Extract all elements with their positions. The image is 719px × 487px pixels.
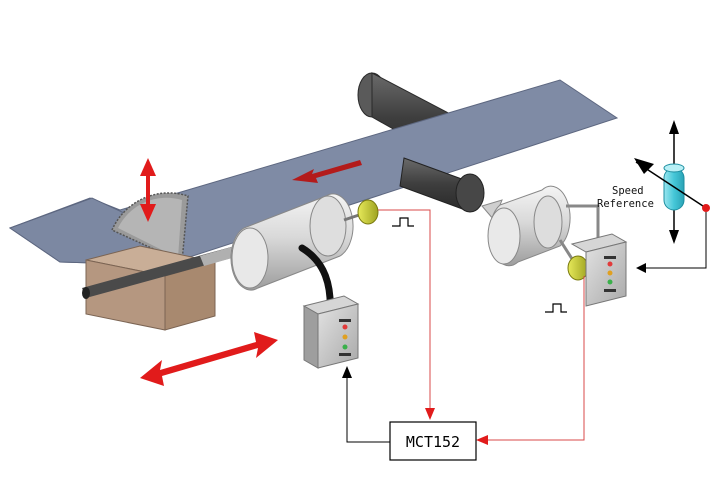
saw-vertical-arrow: [140, 158, 156, 222]
pulse-symbol-icon: [392, 217, 414, 227]
controller-box: [389, 421, 477, 461]
speed-sensor-right-icon: [481, 185, 600, 267]
feed-direction-arrow: [292, 160, 362, 183]
sensor-encoder-icon: [567, 255, 589, 281]
speed-ref-wire-arrowhead: [636, 263, 646, 273]
speed-reference-label-line2: Reference: [597, 198, 654, 210]
controller-output-arrowhead: [342, 366, 352, 378]
controller-label: MCT152: [406, 433, 460, 451]
speed-reference-icon: [634, 120, 710, 244]
sensor-encoder-signal-line: [486, 276, 585, 441]
motor-encoder-icon: [357, 199, 379, 225]
motor-encoder-signal-line: [378, 209, 431, 410]
speed-ref-wire: [644, 212, 707, 269]
drive-motor-icon: [230, 193, 363, 291]
lower-roller: [399, 157, 485, 213]
carriage-motion-arrow: [140, 332, 278, 386]
saw-blade-icon: [111, 192, 189, 264]
control-box-left-icon: [302, 295, 360, 369]
sensor-encoder-signal-arrowhead: [476, 435, 488, 445]
speed-reference-label-line1: Speed: [612, 185, 644, 197]
motor-encoder-signal-arrowhead: [425, 408, 435, 420]
pulse-symbol-icon-2: [545, 303, 567, 313]
controller-output-line: [346, 374, 390, 443]
control-box-right-icon: [570, 233, 628, 307]
